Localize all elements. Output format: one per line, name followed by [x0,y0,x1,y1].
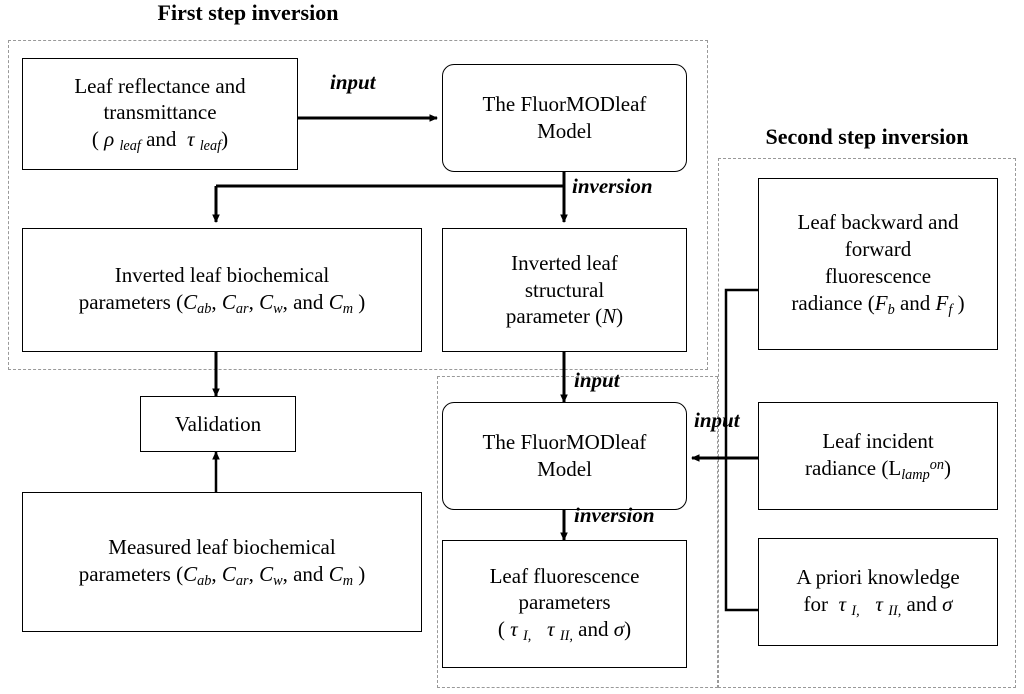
a-priori-line1: A priori knowledge [796,564,960,589]
box-leaf-incident-radiance: Leaf incident radiance (Llampon) [758,402,998,510]
box-fluormodleaf-model-2: The FluorMODleaf Model [442,402,687,510]
fluormodleaf-2-line1: The FluorMODleaf [482,430,647,455]
inverted-structural-line1: Inverted leaf [511,250,618,275]
edge-label-input-3: input [694,408,740,432]
leaf-reflectance-line3: ( ρ leaf and τ leaf) [91,127,229,155]
edge-label-inversion-1: inversion [572,174,653,198]
validation-label: Validation [174,411,262,436]
inverted-structural-line3: parameter (N) [505,304,624,329]
box-inverted-biochemical-parameters: Inverted leaf biochemical parameters (Ca… [22,228,422,352]
box-leaf-reflectance: Leaf reflectance and transmittance ( ρ l… [22,58,298,170]
first-step-group [8,40,708,370]
leaf-backward-line1: Leaf backward and [797,210,959,235]
measured-biochemical-line1: Measured leaf biochemical [108,534,336,559]
leaf-incident-line1: Leaf incident [822,428,934,453]
box-validation: Validation [140,396,296,452]
leaf-reflectance-line2: transmittance [103,100,217,125]
box-leaf-backward-forward-radiance: Leaf backward and forward fluorescence r… [758,178,998,350]
a-priori-line2: for τ I, τ II, and σ [803,591,953,619]
fluormodleaf-1-line2: Model [537,119,592,143]
leaf-fluorescence-line1: Leaf fluorescence [489,563,640,588]
leaf-fluorescence-line3: ( τ I, τ II, and σ) [497,617,632,645]
measured-biochemical-line2: parameters (Cab, Car, Cw, and Cm ) [78,561,366,589]
leaf-backward-line3: fluorescence [824,263,932,288]
inverted-structural-line2: structural [524,277,605,302]
edge-label-input-1: input [330,70,376,94]
inverted-biochemical-line2: parameters (Cab, Car, Cw, and Cm ) [78,289,366,317]
box-a-priori-knowledge: A priori knowledge for τ I, τ II, and σ [758,538,998,646]
leaf-backward-line4: radiance (Fb and Ff ) [791,290,965,318]
title-second-step: Second step inversion [765,124,969,149]
box-fluormodleaf-model-1: The FluorMODleaf Model [442,64,687,172]
edge-label-input-2: input [574,368,620,392]
fluormodleaf-1-line1: The FluorMODleaf [482,92,647,117]
title-first-step: First step inversion [157,0,339,25]
box-measured-biochemical-parameters: Measured leaf biochemical parameters (Ca… [22,492,422,632]
edge-label-inversion-2: inversion [574,503,655,527]
second-step-group-left [437,376,718,688]
leaf-backward-line2: forward [844,236,912,261]
leaf-reflectance-line1: Leaf reflectance and [74,73,246,98]
box-inverted-structural-parameter: Inverted leaf structural parameter (N) [442,228,687,352]
inverted-biochemical-line1: Inverted leaf biochemical [114,262,330,287]
box-leaf-fluorescence-parameters: Leaf fluorescence parameters ( τ I, τ II… [442,540,687,668]
leaf-incident-line2: radiance (Llampon) [805,455,951,483]
second-step-group-right [718,158,1016,688]
leaf-fluorescence-line2: parameters [518,590,611,615]
fluormodleaf-2-line2: Model [537,457,592,481]
